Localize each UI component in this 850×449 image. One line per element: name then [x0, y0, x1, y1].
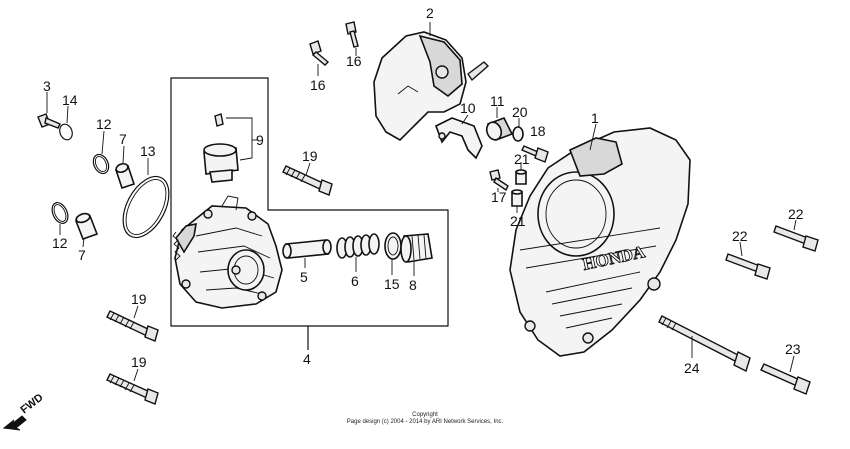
callout-19-left-upper: 19: [131, 291, 147, 307]
leader-19-center: [305, 162, 311, 176]
bolt-19-center: [282, 165, 333, 196]
washer-20: [512, 126, 524, 142]
leader-19-left-upper: [133, 305, 139, 319]
callout-24: 24: [684, 360, 700, 376]
arrow-icon: [2, 415, 27, 431]
callout-12-lower: 12: [52, 235, 68, 251]
leader-7-upper: [122, 145, 125, 164]
callout-11: 11: [490, 93, 505, 109]
collar-7-upper: [114, 162, 136, 190]
bracket-10: [434, 117, 483, 160]
dowel-pin-21-lower: [511, 189, 523, 207]
callout-8: 8: [409, 277, 417, 293]
callout-7-upper: 7: [119, 131, 127, 147]
callout-23: 23: [785, 341, 801, 357]
bolt-19-left-lower: [106, 373, 159, 405]
callout-6: 6: [351, 273, 359, 289]
callout-21-upper: 21: [514, 151, 530, 167]
callout-16-upper: 16: [346, 53, 362, 69]
bolt-24: [658, 315, 751, 372]
leader-9: [226, 117, 253, 161]
callout-2: 2: [426, 5, 434, 21]
pressure-switch-9: [203, 113, 239, 183]
o-ring-15: [384, 232, 402, 260]
plug-8: [400, 233, 433, 263]
spring-6: [336, 233, 380, 259]
callout-10: 10: [460, 100, 476, 116]
damper-11: [485, 116, 514, 142]
bolt-3: [37, 113, 61, 129]
bolt-22-lower: [725, 253, 771, 280]
leader-22-lower: [739, 241, 743, 257]
callout-22-upper: 22: [788, 206, 804, 222]
callout-1: 1: [591, 110, 599, 126]
leader-7-lower: [82, 237, 85, 248]
bolt-18: [521, 145, 549, 163]
bolt-16-lower: [309, 40, 330, 66]
leader-23: [789, 355, 795, 373]
callout-5: 5: [300, 269, 308, 285]
callout-20: 20: [512, 104, 528, 120]
leader-22-upper: [793, 219, 797, 231]
callout-19-left-lower: 19: [131, 354, 147, 370]
callout-18: 18: [530, 123, 546, 139]
dowel-pin-21-upper: [515, 169, 527, 185]
oil-pump-body: [172, 195, 283, 309]
crankcase-cover-1: HONDA: [509, 127, 691, 357]
oil-pump-group-frame: [170, 77, 449, 327]
callout-15: 15: [384, 276, 400, 292]
leader-12-upper: [101, 130, 105, 155]
callout-9: 9: [256, 132, 264, 148]
callout-3: 3: [43, 78, 51, 94]
o-ring-13: [122, 175, 170, 239]
callout-7-lower: 7: [78, 247, 86, 263]
guard-plate-2: [373, 31, 490, 141]
bolt-16-upper: [345, 21, 359, 48]
bolt-19-left-upper: [106, 310, 159, 342]
callout-22-lower: 22: [732, 228, 748, 244]
callout-14: 14: [62, 92, 78, 108]
callout-19-center: 19: [302, 148, 318, 164]
relief-valve-5: [282, 239, 332, 259]
callout-17: 17: [491, 189, 507, 205]
o-ring-12-lower: [51, 202, 69, 224]
leader-1: [589, 123, 597, 151]
bolt-17: [489, 169, 509, 192]
callout-4: 4: [303, 351, 311, 367]
bolt-22-upper: [773, 225, 819, 252]
copyright-line-2: Page design (c) 2004 - 2014 by ARI Netwo…: [346, 419, 504, 425]
callout-12-upper: 12: [96, 116, 112, 132]
leader-19-left-lower: [133, 368, 139, 382]
leader-10: [461, 114, 469, 125]
bolt-23: [760, 363, 811, 395]
o-ring-12-upper: [92, 153, 110, 175]
collar-7-lower: [74, 212, 99, 241]
callout-16-lower: 16: [310, 77, 326, 93]
copyright-line-1: Copyright: [412, 412, 438, 418]
leader-14: [66, 105, 69, 124]
o-ring-14: [59, 123, 73, 141]
callout-21-lower: 21: [510, 213, 526, 229]
callout-13: 13: [140, 143, 156, 159]
